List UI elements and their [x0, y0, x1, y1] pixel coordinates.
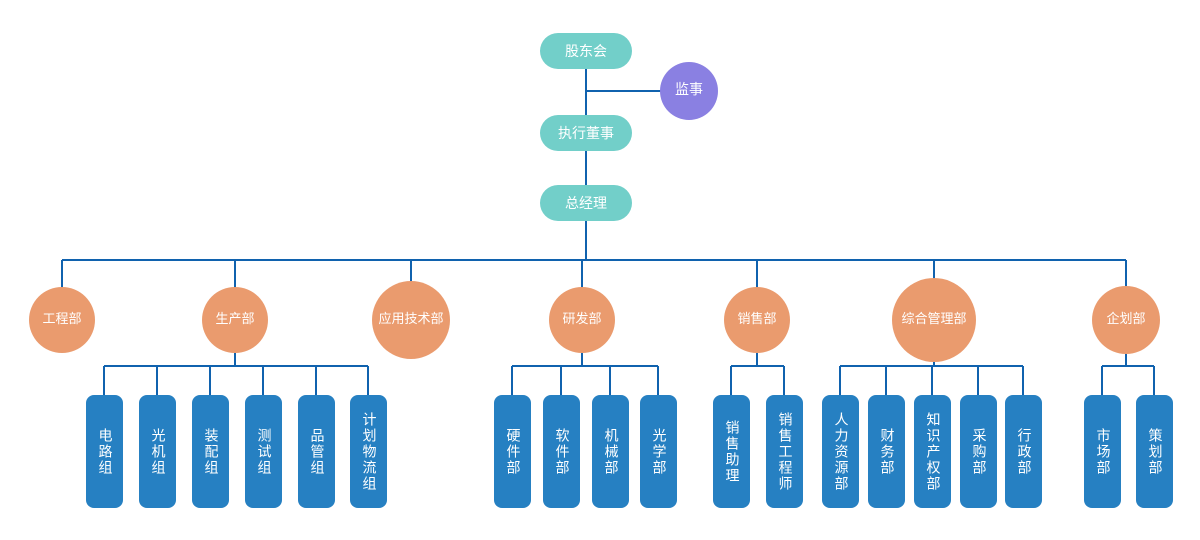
node-supervisor[interactable]: 监事	[660, 62, 718, 120]
node-dept-planning[interactable]: 企划部	[1092, 286, 1160, 354]
node-dept-applied-tech[interactable]: 应用技术部	[372, 281, 450, 359]
node-team-hr[interactable]: 人力资源部	[822, 395, 859, 508]
node-team-optics[interactable]: 光学部	[640, 395, 677, 508]
team-label: 人力资源部	[832, 411, 849, 492]
team-label: 销售工程师	[776, 411, 793, 492]
node-shareholders-meeting[interactable]: 股东会	[540, 33, 632, 69]
node-team-ip[interactable]: 知识产权部	[914, 395, 951, 508]
node-team-hardware[interactable]: 硬件部	[494, 395, 531, 508]
node-team-mechanical[interactable]: 机械部	[592, 395, 629, 508]
node-team-plan-logistics[interactable]: 计划物流组	[350, 395, 387, 508]
node-dept-sales[interactable]: 销售部	[724, 287, 790, 353]
team-label: 知识产权部	[924, 411, 941, 492]
node-team-sales-engineer[interactable]: 销售工程师	[766, 395, 803, 508]
node-dept-engineering[interactable]: 工程部	[29, 287, 95, 353]
team-label: 市场部	[1094, 427, 1111, 476]
node-team-testing[interactable]: 测试组	[245, 395, 282, 508]
team-label: 软件部	[553, 427, 570, 476]
team-label: 硬件部	[504, 427, 521, 476]
node-team-marketing[interactable]: 市场部	[1084, 395, 1121, 508]
team-label: 光机组	[149, 427, 166, 476]
team-label: 销售助理	[723, 419, 740, 484]
team-label: 行政部	[1015, 427, 1032, 476]
node-team-sales-assistant[interactable]: 销售助理	[713, 395, 750, 508]
node-team-admin[interactable]: 行政部	[1005, 395, 1042, 508]
team-label: 光学部	[650, 427, 667, 476]
node-team-quality[interactable]: 品管组	[298, 395, 335, 508]
team-label: 电路组	[96, 427, 113, 476]
node-general-manager[interactable]: 总经理	[540, 185, 632, 221]
team-label: 测试组	[255, 427, 272, 476]
node-dept-rnd[interactable]: 研发部	[549, 287, 615, 353]
node-team-assembly[interactable]: 装配组	[192, 395, 229, 508]
team-label: 财务部	[878, 427, 895, 476]
team-label: 计划物流组	[360, 411, 377, 492]
node-team-procurement[interactable]: 采购部	[960, 395, 997, 508]
team-label: 品管组	[308, 427, 325, 476]
node-team-software[interactable]: 软件部	[543, 395, 580, 508]
node-team-finance[interactable]: 财务部	[868, 395, 905, 508]
team-label: 装配组	[202, 427, 219, 476]
team-label: 机械部	[602, 427, 619, 476]
node-dept-production[interactable]: 生产部	[202, 287, 268, 353]
node-team-opto-mech[interactable]: 光机组	[139, 395, 176, 508]
team-label: 采购部	[970, 427, 987, 476]
team-label: 策划部	[1146, 427, 1163, 476]
node-dept-general-admin[interactable]: 综合管理部	[892, 278, 976, 362]
node-executive-director[interactable]: 执行董事	[540, 115, 632, 151]
node-team-strategy[interactable]: 策划部	[1136, 395, 1173, 508]
node-team-circuit[interactable]: 电路组	[86, 395, 123, 508]
